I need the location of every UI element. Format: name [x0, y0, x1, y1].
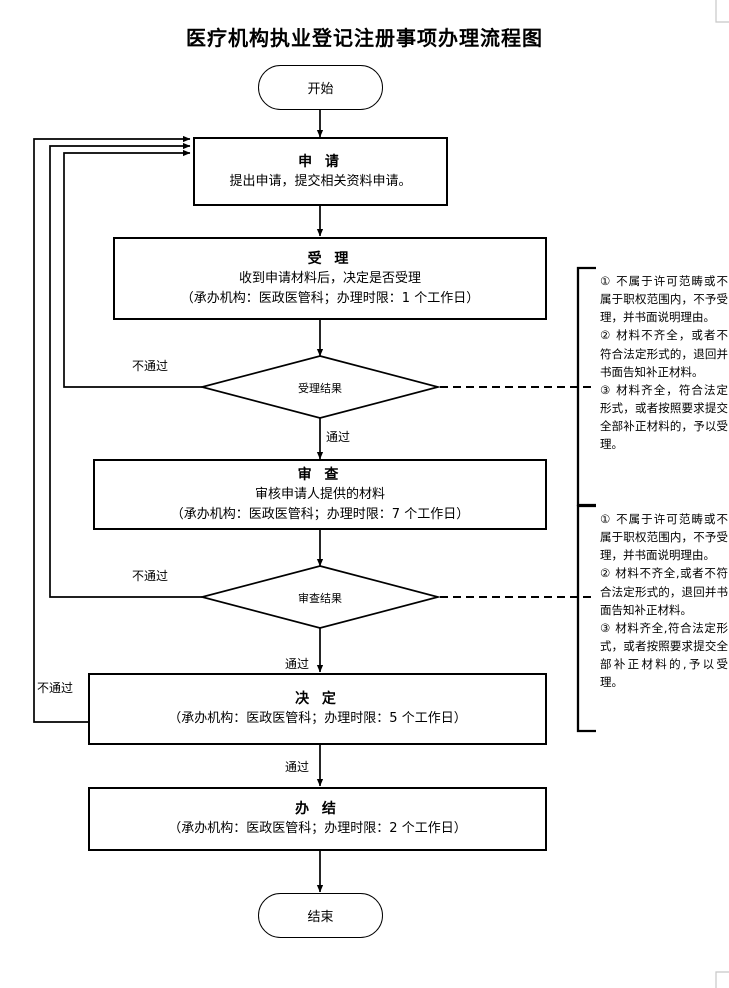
note-accept-line-3: ③ 材料齐全，符合法定形式，或者按照要求提交全部补正材料的，予以受理。 — [600, 382, 728, 452]
node-accept-line2: （承办机构：医政医管科；办理时限：1 个工作日） — [180, 290, 480, 306]
node-review-line1: 审核申请人提供的材料 — [254, 487, 385, 503]
edge-label-accept-pass: 通过 — [325, 428, 352, 445]
note-review-line-2: ② 材料不齐全,或者不符合法定形式的，退回并书面告知补正材料。 — [600, 566, 728, 617]
node-decide-line1: （承办机构：医政医管科；办理时限：5 个工作日） — [168, 711, 467, 727]
edge-label-accept-fail: 不通过 — [131, 357, 170, 374]
node-review-line2: （承办机构：医政医管科；办理时限：7 个工作日） — [170, 506, 470, 522]
node-start[interactable]: 开始 — [258, 65, 383, 110]
node-start-label: 开始 — [307, 82, 334, 97]
page-title: 医疗机构执业登记注册事项办理流程图 — [186, 26, 543, 50]
node-apply-title: 申 请 — [298, 153, 343, 170]
note-review-line-3: ③ 材料齐全,符合法定形式，或者按照要求提交全部补正材料的,予以受理。 — [600, 620, 728, 690]
note-accept-result: ① 不属于许可范畴或不属于职权范围内，不予受理，并书面说明理由。 ② 材料不齐全… — [600, 272, 728, 454]
edge-label-decide-fail: 不通过 — [36, 679, 75, 696]
crop-mark — [715, 0, 729, 988]
node-review-title: 审 查 — [297, 466, 343, 483]
note-bracket-review — [576, 504, 596, 733]
node-complete[interactable]: 办 结 （承办机构：医政医管科；办理时限：2 个工作日） — [88, 787, 547, 851]
node-accept-line1: 收到申请材料后，决定是否受理 — [238, 271, 421, 287]
note-review-result: ① 不属于许可范畴或不属于职权范围内，不予受理，并书面说明理由。 ② 材料不齐全… — [600, 510, 728, 692]
edge-decide-fail-loopback — [33, 135, 191, 723]
node-review-decision-label: 审查结果 — [298, 592, 342, 605]
node-decide[interactable]: 决 定 （承办机构：医政医管科；办理时限：5 个工作日） — [88, 673, 547, 745]
node-end-label: 结束 — [307, 910, 334, 925]
edge-label-review-fail: 不通过 — [131, 567, 170, 584]
node-review[interactable]: 审 查 审核申请人提供的材料 （承办机构：医政医管科；办理时限：7 个工作日） — [93, 459, 547, 530]
note-accept-line-2: ② 材料不齐全，或者不符合法定形式的，退回并书面告知补正材料。 — [600, 328, 728, 379]
edge-label-decide-pass: 通过 — [284, 758, 311, 775]
note-accept-line-1: ① 不属于许可范畴或不属于职权范围内，不予受理，并书面说明理由。 — [600, 274, 728, 325]
edge-label-review-pass: 通过 — [284, 655, 311, 672]
node-accept[interactable]: 受 理 收到申请材料后，决定是否受理 （承办机构：医政医管科；办理时限：1 个工… — [113, 237, 547, 320]
note-bracket-accept — [576, 266, 596, 507]
node-apply-line1: 提出申请，提交相关资料申请。 — [229, 173, 412, 189]
node-accept-title: 受 理 — [307, 250, 353, 267]
node-end[interactable]: 结束 — [258, 893, 383, 938]
node-decide-title: 决 定 — [295, 691, 340, 708]
node-complete-title: 办 结 — [295, 801, 340, 818]
node-apply[interactable]: 申 请 提出申请，提交相关资料申请。 — [193, 137, 448, 206]
note-review-line-1: ① 不属于许可范畴或不属于职权范围内，不予受理，并书面说明理由。 — [600, 512, 728, 563]
node-complete-line1: （承办机构：医政医管科；办理时限：2 个工作日） — [168, 821, 467, 837]
node-accept-decision-label: 受理结果 — [298, 382, 342, 395]
